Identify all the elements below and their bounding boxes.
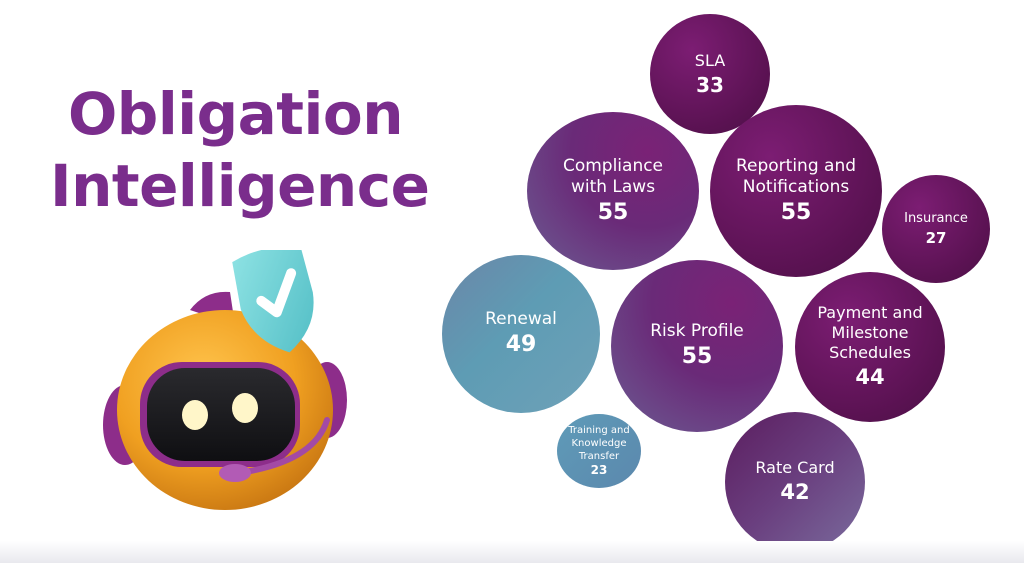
bubble-payment-label: Payment and Milestone Schedules [817, 303, 923, 363]
bubble-risk-value: 55 [681, 344, 713, 370]
bubble-reporting-value: 55 [780, 200, 812, 226]
bubble-renewal-label: Renewal [485, 309, 557, 330]
bubble-compliance-value: 55 [597, 200, 629, 226]
bubble-sla-value: 33 [696, 73, 724, 97]
bubble-training-value: 23 [590, 463, 608, 478]
bubble-sla: SLA 33 [650, 14, 770, 134]
bubble-compliance: Compliance with Laws 55 [527, 112, 699, 270]
bubble-renewal: Renewal 49 [442, 255, 600, 413]
bubble-ratecard: Rate Card 42 [725, 412, 865, 552]
robot-mascot [95, 246, 355, 520]
bubble-reporting: Reporting and Notifications 55 [710, 105, 882, 277]
bubble-reporting-label: Reporting and Notifications [735, 155, 857, 197]
bubble-payment: Payment and Milestone Schedules 44 [795, 272, 945, 422]
robot-headset-icon [103, 246, 347, 510]
bubble-risk: Risk Profile 55 [611, 260, 783, 432]
bubble-training-label: Training and Knowledge Transfer [568, 425, 630, 463]
title-line-2: Intelligence [50, 152, 430, 220]
bottom-fade-strip [0, 541, 1024, 563]
bubble-ratecard-label: Rate Card [755, 458, 835, 478]
bubble-payment-value: 44 [855, 365, 885, 390]
bubble-insurance-label: Insurance [904, 210, 968, 226]
bubble-compliance-label: Compliance with Laws [562, 155, 664, 197]
bubble-training: Training and Knowledge Transfer 23 [557, 414, 641, 488]
bubble-ratecard-value: 42 [780, 480, 810, 505]
bubble-sla-label: SLA [694, 51, 726, 70]
bubble-insurance-value: 27 [925, 229, 947, 248]
title-line-1: Obligation [68, 80, 404, 148]
page-title: Obligation Intelligence [50, 78, 470, 222]
bubble-insurance: Insurance 27 [882, 175, 990, 283]
bubble-risk-label: Risk Profile [650, 321, 744, 342]
bubble-renewal-value: 49 [505, 332, 537, 358]
